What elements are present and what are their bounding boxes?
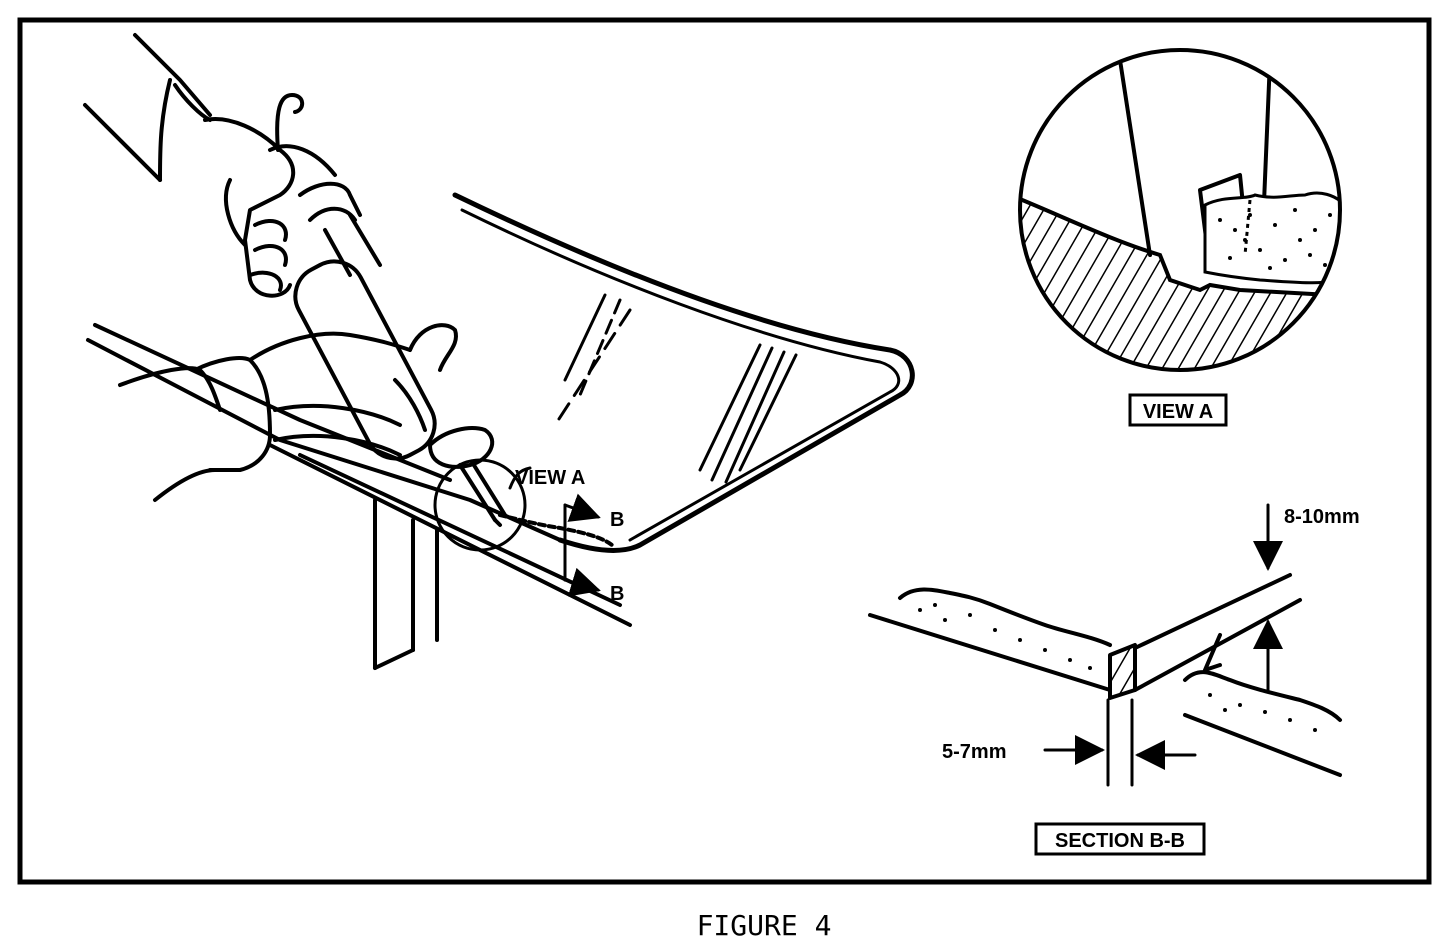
section-mark-top: B bbox=[610, 509, 624, 531]
width-dimension: 5-7mm bbox=[942, 741, 1006, 763]
view-a-leader bbox=[508, 466, 532, 490]
view-a-label: VIEW A bbox=[1143, 401, 1213, 423]
view-a-callout-circle bbox=[433, 458, 527, 552]
section-bb-label-box bbox=[1034, 822, 1206, 856]
windshield-glass bbox=[452, 192, 915, 553]
upper-hand bbox=[83, 33, 296, 298]
view-a-callout-label: VIEW A bbox=[515, 467, 585, 489]
section-bb-detail: 8-10mm 5-7mm SECTION B-B bbox=[868, 503, 1360, 856]
view-a-adhesive bbox=[1203, 191, 1340, 285]
view-a-circle bbox=[1018, 48, 1342, 372]
section-bb-label: SECTION B-B bbox=[1055, 830, 1185, 852]
caulking-gun bbox=[268, 93, 507, 527]
view-a-label-box bbox=[1128, 393, 1228, 427]
view-a-detail: VIEW A bbox=[1018, 48, 1342, 427]
figure-frame bbox=[17, 17, 1432, 885]
main-view: VIEW A B B bbox=[83, 33, 915, 670]
car-body bbox=[86, 323, 632, 670]
section-cut-line bbox=[563, 493, 601, 597]
section-mark-bottom: B bbox=[610, 583, 624, 605]
figure-caption: FIGURE 4 bbox=[697, 909, 832, 940]
height-dimension: 8-10mm bbox=[1284, 506, 1360, 528]
lower-hand bbox=[118, 323, 458, 502]
